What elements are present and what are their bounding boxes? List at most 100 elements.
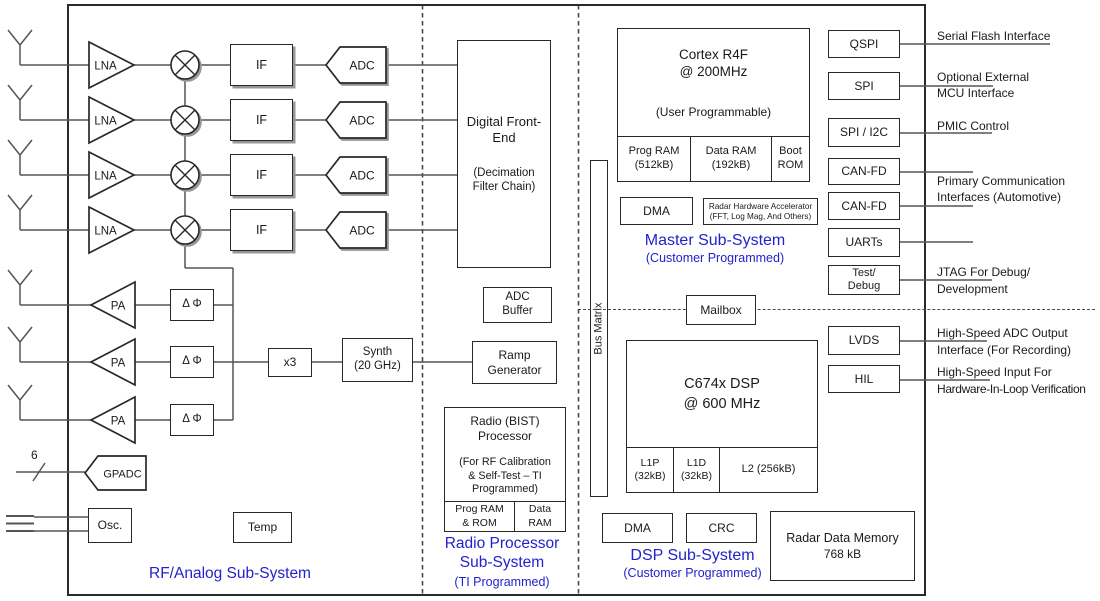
mixer-icon xyxy=(170,215,200,245)
phase-shifter-block: Δ Φ xyxy=(170,404,214,436)
synth-block: Synth(20 GHz) xyxy=(342,338,413,382)
mixer-icon xyxy=(170,160,200,190)
svg-text:LNA: LNA xyxy=(94,171,117,183)
lna-amplifier: LNA xyxy=(88,205,136,255)
master-dsp-divider-dashed xyxy=(578,309,1095,310)
mcu-interface-label: MCU Interface xyxy=(937,86,1015,100)
radio-bist-processor-block: Radio (BIST) Processor (For RF Calibrati… xyxy=(444,407,566,532)
tx-chain-wires xyxy=(20,304,171,421)
io-stub-wires xyxy=(900,43,1050,381)
cortex-title: Cortex R4F @ 200MHz xyxy=(678,47,749,79)
hil-interface-label: Hardware-In-Loop Verification xyxy=(937,382,1086,396)
test-debug-block: Test/Debug xyxy=(828,265,900,295)
dfe-subtitle: (Decimation Filter Chain) xyxy=(472,167,536,193)
spi-i2c-block: SPI / I2C xyxy=(828,118,900,147)
pmic-control-label: PMIC Control xyxy=(937,119,1010,133)
can-fd-block: CAN-FD xyxy=(828,192,900,220)
if-block: IF xyxy=(230,44,293,86)
mixer-icon xyxy=(170,105,200,135)
svg-text:PA: PA xyxy=(111,416,126,428)
gpadc-block: GPADC xyxy=(83,455,147,491)
radar-data-memory-block: Radar Data Memory 768 kB xyxy=(770,511,915,581)
hil-block: HIL xyxy=(828,365,900,393)
master-dma-block: DMA xyxy=(620,197,693,225)
rx-antenna-icon xyxy=(7,29,33,230)
multiplier-x3-block: x3 xyxy=(268,348,312,377)
lvds-interface-label: Interface (For Recording) xyxy=(937,343,1072,357)
mcu-interface-label: Optional External xyxy=(937,70,1030,84)
c674x-dsp-block: C674x DSP @ 600 MHz L1P(32kB) L1D(32kB) … xyxy=(626,340,818,493)
cortex-r4f-block: Cortex R4F @ 200MHz (User Programmable) … xyxy=(617,28,810,182)
radar-hw-accelerator-block: Radar Hardware Accelerator(FFT, Log Mag,… xyxy=(703,198,818,225)
rf-subsystem-label: RF/Analog Sub-System xyxy=(149,565,311,582)
mixer-icon xyxy=(170,50,200,80)
digital-front-end-block: Digital Front-End (Decimation Filter Cha… xyxy=(457,40,551,268)
chip-outline xyxy=(67,4,926,596)
l1d-cell: L1D(32kB) xyxy=(673,448,719,492)
spi-block: SPI xyxy=(828,72,900,100)
master-subsystem-label: Master Sub-System (Customer Programmed) xyxy=(644,232,786,265)
dsp-subsystem-label: DSP Sub-System (Customer Programmed) xyxy=(623,547,762,580)
radio-bist-subtitle: (For RF Calibration & Self-Test – TI Pro… xyxy=(459,456,551,495)
dsp-title: C674x DSP @ 600 MHz xyxy=(683,376,761,412)
oscillator-block: Osc. xyxy=(88,508,132,543)
radio-bist-title: Radio (BIST) Processor xyxy=(470,414,540,443)
crystal-icon xyxy=(6,515,89,532)
svg-text:PA: PA xyxy=(111,358,126,370)
if-block: IF xyxy=(230,154,293,196)
jtag-label: JTAG For Debug/ xyxy=(937,265,1031,279)
svg-text:ADC: ADC xyxy=(349,224,375,238)
subsystem-divider-dashed xyxy=(421,5,580,595)
can-fd-block: CAN-FD xyxy=(828,158,900,185)
adc-block: ADC xyxy=(324,156,387,194)
uarts-block: UARTs xyxy=(828,228,900,257)
lvds-block: LVDS xyxy=(828,326,900,355)
qspi-block: QSPI xyxy=(828,30,900,58)
phase-shifter-block: Δ Φ xyxy=(170,289,214,321)
lvds-interface-label: High-Speed ADC Output xyxy=(937,326,1068,340)
l1p-cell: L1P(32kB) xyxy=(634,456,666,482)
prog-ram-cell: Prog RAM(512kB) xyxy=(628,145,680,171)
svg-text:LNA: LNA xyxy=(94,61,117,73)
adc-block: ADC xyxy=(324,101,387,139)
lna-amplifier: LNA xyxy=(88,95,136,145)
data-ram-cell: Data RAM(192kB) xyxy=(690,137,771,181)
dsp-dma-block: DMA xyxy=(602,513,673,543)
adc-block: ADC xyxy=(324,211,387,249)
dsp-crc-block: CRC xyxy=(686,513,757,543)
tx-antenna-icon xyxy=(7,269,33,420)
jtag-label: Development xyxy=(937,282,1008,296)
svg-text:LNA: LNA xyxy=(94,116,117,128)
rx-chain-wires xyxy=(20,64,458,231)
l2-cell: L2 (256kB) xyxy=(719,448,817,492)
cortex-subtitle: (User Programmable) xyxy=(655,105,772,119)
svg-text:ADC: ADC xyxy=(349,59,375,73)
mailbox-block: Mailbox xyxy=(686,295,756,325)
radio-subsystem-label: Radio Processor Sub-System (TI Programme… xyxy=(444,535,560,589)
comm-interfaces-label: Interfaces (Automotive) xyxy=(937,190,1062,204)
radio-prog-ram-cell: Prog RAM& ROM xyxy=(455,503,504,529)
comm-interfaces-label: Primary Communication xyxy=(937,174,1066,188)
gpadc-input-wire xyxy=(16,462,85,482)
pa-amplifier: PA xyxy=(89,280,136,330)
hil-interface-label: High-Speed Input For xyxy=(937,365,1052,379)
svg-text:ADC: ADC xyxy=(349,114,375,128)
bus-width-slash xyxy=(32,462,46,482)
phase-shifter-block: Δ Φ xyxy=(170,346,214,378)
pa-amplifier: PA xyxy=(89,395,136,445)
bus-matrix-block: Bus Matrix xyxy=(590,160,608,497)
svg-text:ADC: ADC xyxy=(349,169,375,183)
adc-block: ADC xyxy=(324,46,387,84)
serial-flash-label: Serial Flash Interface xyxy=(937,29,1051,43)
pa-amplifier: PA xyxy=(89,337,136,387)
lna-amplifier: LNA xyxy=(88,150,136,200)
temp-sensor-block: Temp xyxy=(233,512,292,543)
dfe-title: Digital Front-End xyxy=(466,114,542,145)
lna-amplifier: LNA xyxy=(88,40,136,90)
